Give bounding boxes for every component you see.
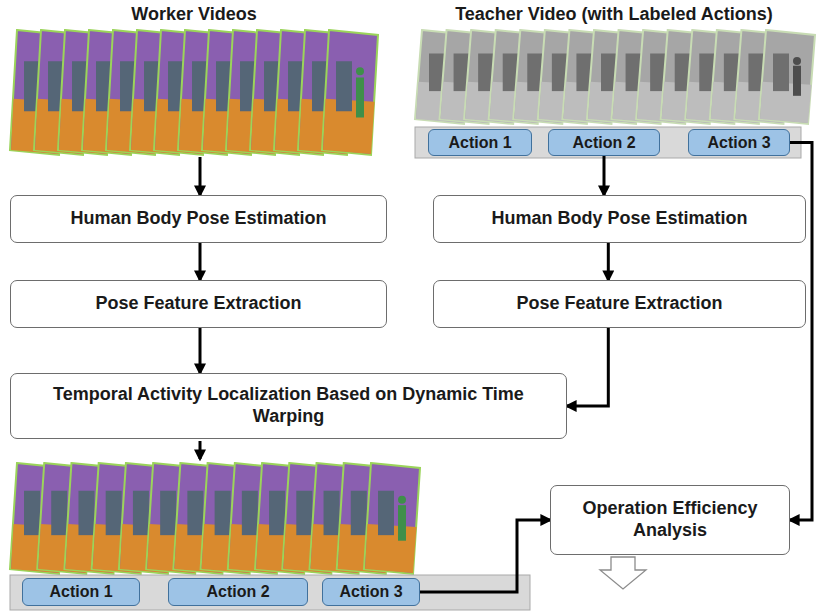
node-label: Temporal Activity Localization Based on … <box>19 384 558 427</box>
group-heading: Teacher Video (with Labeled Actions) <box>453 4 775 26</box>
hollow-arrow <box>600 557 646 589</box>
machine <box>51 491 67 535</box>
process-box: Human Body Pose Estimation <box>433 195 806 243</box>
process-box: Human Body Pose Estimation <box>10 195 387 243</box>
result-film-strip <box>10 463 420 574</box>
worker-head <box>398 496 406 504</box>
machine <box>378 491 394 535</box>
machine <box>269 491 285 535</box>
flow-arrow <box>420 520 550 592</box>
action-bar <box>415 127 801 158</box>
node-label: Pose Feature Extraction <box>516 293 722 315</box>
flow-arrow <box>567 328 608 406</box>
node-label: Human Body Pose Estimation <box>70 208 326 230</box>
process-box: Temporal Activity Localization Based on … <box>10 373 567 439</box>
frame-wall <box>759 30 815 124</box>
node-label: Action 3 <box>339 582 402 601</box>
process-box: Pose Feature Extraction <box>10 280 387 328</box>
teacher-film-strip <box>415 30 815 124</box>
machine <box>351 491 367 535</box>
group-heading: Worker Videos <box>129 4 258 26</box>
action-segment: Action 3 <box>322 578 420 606</box>
machine <box>133 491 149 535</box>
video-frame <box>759 30 815 124</box>
action-segment: Action 2 <box>548 129 660 156</box>
flow-arrow <box>603 156 606 195</box>
machine <box>160 491 176 535</box>
flow-arrow <box>607 243 610 280</box>
video-group: Teacher Video (with Labeled Actions) Acti… <box>413 4 815 162</box>
machine <box>324 491 340 535</box>
node-label: Action 1 <box>49 582 112 601</box>
machine <box>773 54 789 92</box>
node-label: Action 2 <box>206 582 269 601</box>
flow-arrow <box>199 243 202 280</box>
worker-head <box>793 57 801 65</box>
node-label: Action 1 <box>448 133 511 152</box>
action-segment: Action 1 <box>22 578 140 606</box>
video-group: Worker Videos <box>8 4 380 157</box>
node-label: Action 2 <box>572 133 635 152</box>
action-segment: Action 2 <box>168 578 308 606</box>
process-box: Pose Feature Extraction <box>433 280 806 328</box>
worker-body <box>356 78 364 118</box>
worker-head <box>356 67 364 75</box>
machine <box>78 491 94 535</box>
frame-wall <box>322 30 378 155</box>
process-box: Operation Efficiency Analysis <box>550 485 790 555</box>
worker-body <box>793 66 801 96</box>
node-label: Pose Feature Extraction <box>95 293 301 315</box>
action-segment: Action 1 <box>428 129 532 156</box>
worker-body <box>398 505 406 541</box>
frame-wall <box>364 463 420 574</box>
video-frame <box>322 30 378 155</box>
machine <box>242 491 258 535</box>
worker-film-strip <box>10 30 378 155</box>
node-label: Operation Efficiency Analysis <box>559 498 781 541</box>
node-label: Human Body Pose Estimation <box>491 208 747 230</box>
machine <box>106 491 122 535</box>
machine <box>187 491 203 535</box>
machine <box>296 491 312 535</box>
machine <box>336 61 352 111</box>
node-label: Action 3 <box>707 133 770 152</box>
action-segment: Action 3 <box>688 129 790 156</box>
machine <box>215 491 231 535</box>
video-frame <box>364 463 420 574</box>
output-arrow <box>199 441 202 459</box>
flow-arrow <box>199 328 202 373</box>
flow-arrow <box>199 157 202 195</box>
machine <box>24 491 40 535</box>
